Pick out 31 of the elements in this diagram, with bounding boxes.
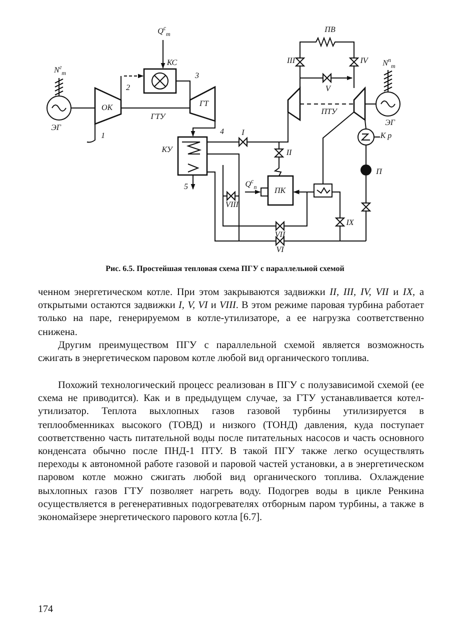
- component-label: ОК: [101, 104, 113, 112]
- valve-label: II: [286, 149, 292, 157]
- point-number: 1: [101, 132, 105, 140]
- component-label: К р: [380, 132, 392, 140]
- valve-label: IV: [360, 57, 368, 65]
- valve-label: VII: [274, 231, 286, 239]
- valve-label: VIII: [226, 201, 238, 209]
- point-number: 2: [126, 84, 130, 92]
- valve-label: VI: [276, 246, 284, 254]
- heater-label: ПВ: [324, 26, 336, 34]
- body-paragraph: Другим преимуществом ПГУ с параллельной схемой является возможность сжигать в энергетическом паровом котле любой вид органического топлива.: [38, 339, 424, 366]
- body-paragraph: ченном энергетическом котле. При этом закрываются задвижки II, III, IV, VII и IX, а открытыми остаются задвижки I, V, VI и VIII. В этом режиме паровая турбина работает только на паре, генерируемом в котле-утилизаторе, а ее нагрузка соответственно снижена.: [38, 286, 424, 339]
- point-number: 5: [184, 183, 188, 191]
- component-label: ГТ: [200, 100, 208, 108]
- component-label: П: [376, 168, 382, 176]
- point-number: 4: [220, 128, 224, 136]
- figure-caption: Рис. 6.5. Простейшая тепловая схема ПГУ с параллельной схемой: [104, 264, 346, 273]
- page-number: 174: [38, 604, 53, 615]
- valve-label: V: [326, 85, 330, 93]
- point-number: 3: [195, 72, 199, 80]
- body-paragraph: Похожий технологический процесс реализован в ПГУ с полузависимой схемой (ее схема не приводится). Как и в предыдущем случае, за ГТУ устанавливается котел-утилизатор. Теплота выхлопных газов газовой турбины утилизируется в теплообменниках высокого (ТОВД) и низкого (ТОНД) давления, куда поступает соответственно часть питательной воды после питательных насосов и часть основного конденсата обычно после ПНД-1 ПТУ. В такой ПГУ также легко осуществлять переходы к автономной работе газовой и паровой частей установки, а в энергетическом паровом котле можно сжигать любой вид органического топлива. Охлаждение выхлопных газов ГТУ позволяет нагреть воду. Подогрев воды в цикле Ренкина осуществляется в регенеративных подогревателях отборным паром турбины, а также в экономайзере энергетического парового котла [6.7].: [38, 379, 424, 524]
- valve-label: IX: [346, 219, 354, 227]
- valve-label: III: [287, 57, 295, 65]
- component-label: ЭГ: [385, 119, 395, 127]
- component-label: ПК: [274, 187, 286, 195]
- component-label: ЭГ: [51, 124, 61, 132]
- unit-label: ГТУ: [150, 113, 166, 121]
- unit-label: ПТУ: [321, 108, 337, 116]
- component-label: КУ: [162, 146, 172, 154]
- valve-label: I: [242, 129, 244, 137]
- component-label: КС: [166, 59, 178, 67]
